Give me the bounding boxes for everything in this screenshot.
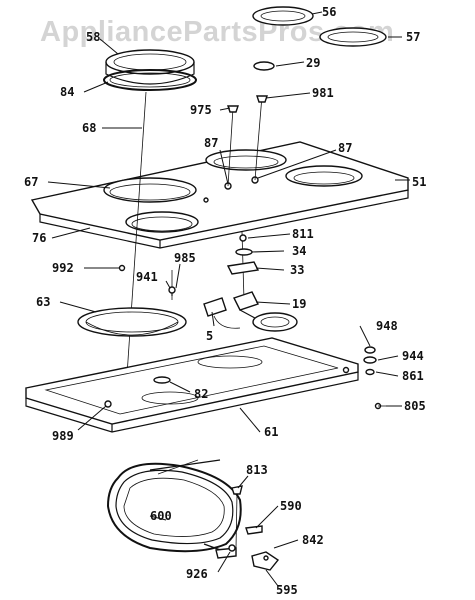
label-51: 51: [412, 175, 426, 189]
label-58: 58: [86, 30, 100, 44]
leader-lines: [47, 11, 410, 587]
burner-bowl: [77, 264, 187, 337]
label-63: 63: [36, 295, 50, 309]
label-5: 5: [206, 329, 213, 343]
cooktop-main-top: [30, 141, 409, 249]
igniter-valve-parts: [203, 234, 298, 332]
label-600: 600: [150, 509, 172, 523]
top-small-parts: [252, 6, 387, 71]
label-985: 985: [174, 251, 196, 265]
label-992: 992: [52, 261, 74, 275]
label-57: 57: [406, 30, 420, 44]
right-fasteners: [363, 346, 377, 376]
label-61: 61: [264, 425, 278, 439]
label-19: 19: [292, 297, 306, 311]
label-590: 590: [280, 499, 302, 513]
label-975: 975: [190, 103, 212, 117]
label-989: 989: [52, 429, 74, 443]
bottom-fasteners: [228, 485, 280, 571]
burner-box-pan: [25, 337, 394, 433]
label-76: 76: [32, 231, 46, 245]
label-926: 926: [186, 567, 208, 581]
label-811: 811: [292, 227, 314, 241]
label-29: 29: [306, 56, 320, 70]
label-941: 941: [136, 270, 158, 284]
label-87-right: 87: [338, 141, 352, 155]
label-805: 805: [404, 399, 426, 413]
label-87-left: 87: [204, 136, 218, 150]
label-68: 68: [82, 121, 96, 135]
label-813: 813: [246, 463, 268, 477]
label-34: 34: [292, 244, 306, 258]
part-labels: 56 57 58 29 84 975 981 68 87 87 67 51 76…: [24, 5, 426, 597]
label-84: 84: [60, 85, 74, 99]
label-67: 67: [24, 175, 38, 189]
label-82: 82: [194, 387, 208, 401]
label-33: 33: [290, 263, 304, 277]
label-595: 595: [276, 583, 298, 597]
label-861: 861: [402, 369, 424, 383]
wire-harness: [106, 459, 242, 559]
label-981: 981: [312, 86, 334, 100]
label-948: 948: [376, 319, 398, 333]
label-56: 56: [322, 5, 336, 19]
burner-cap-assembly: [103, 49, 197, 91]
label-944: 944: [402, 349, 424, 363]
label-842: 842: [302, 533, 324, 547]
